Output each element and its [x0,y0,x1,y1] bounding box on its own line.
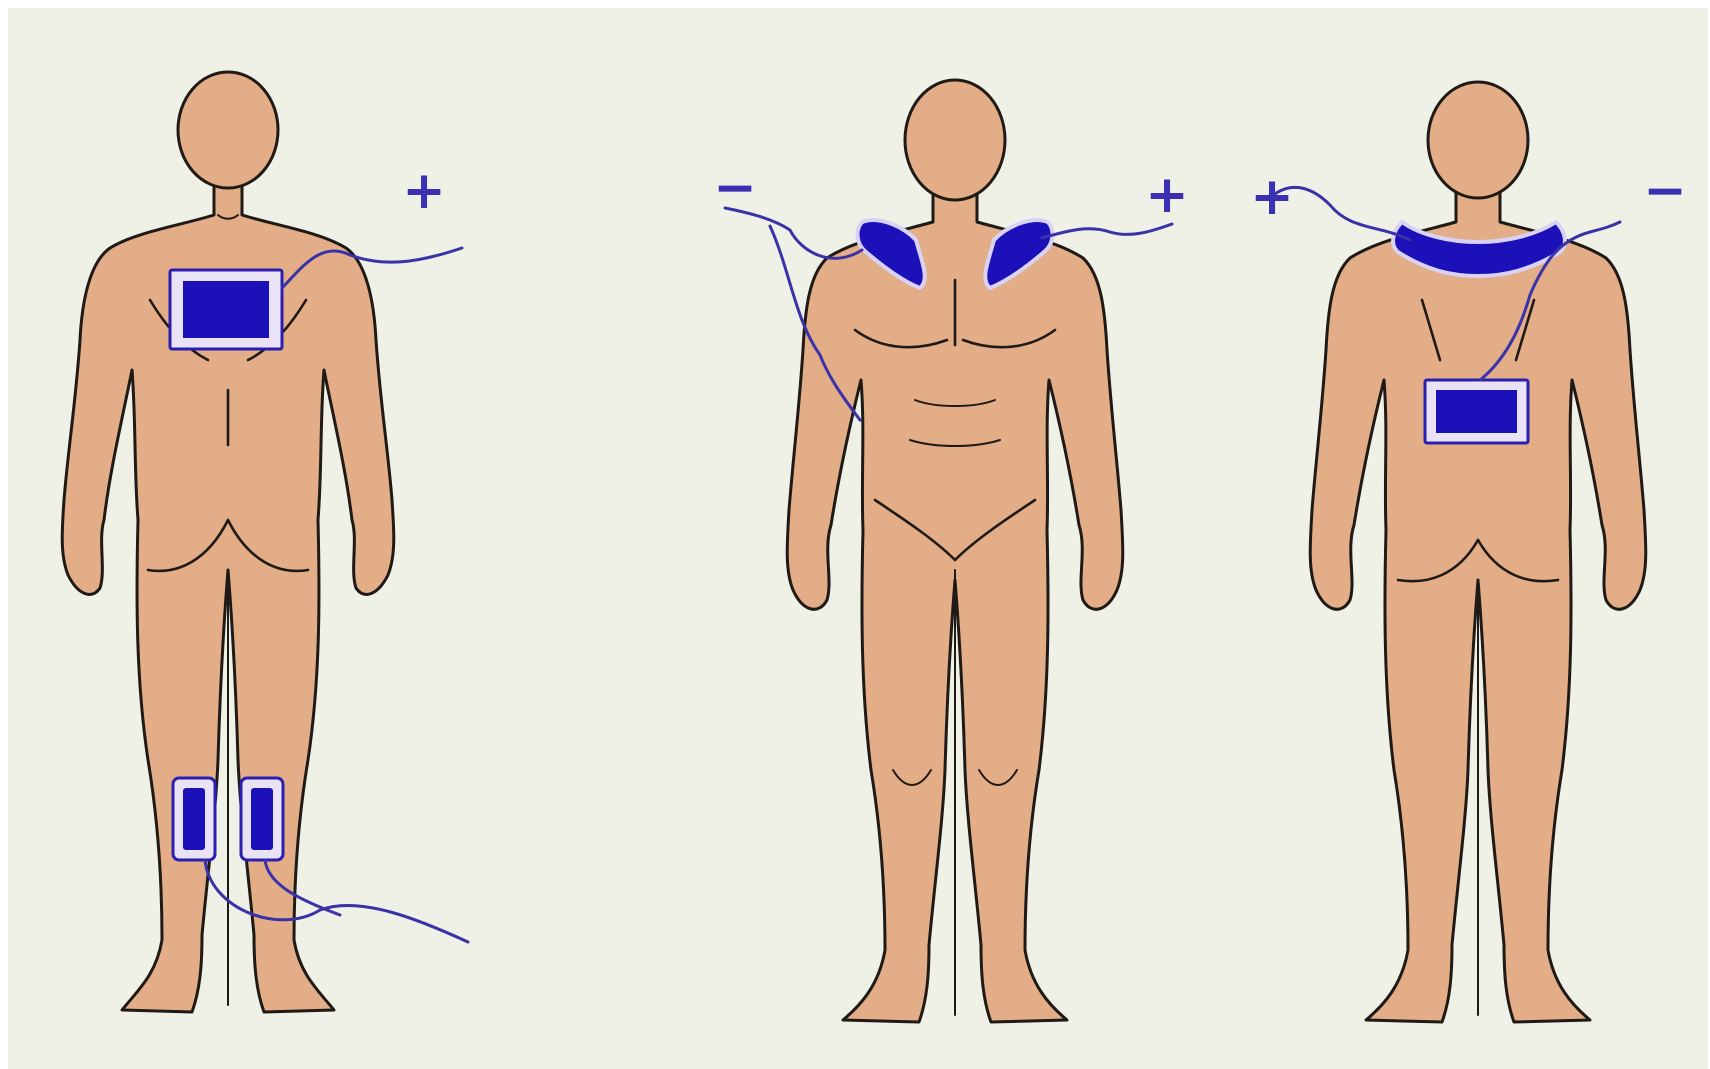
lumbar-pad [1425,380,1528,443]
figure-3-head [1428,82,1528,198]
figure-1-head [178,72,278,188]
figure-2-head [905,80,1005,200]
collar-polarity-sign: + [1250,167,1294,227]
left-knee-pad [173,778,215,860]
lumbar-polarity-sign: − [1643,161,1687,221]
chest-polarity-sign: + [402,161,446,221]
right-shoulder-polarity-sign: + [1145,165,1189,225]
right-knee-pad [241,778,283,860]
left-shoulder-polarity-sign: − [713,158,757,218]
chest-pad [170,270,282,349]
